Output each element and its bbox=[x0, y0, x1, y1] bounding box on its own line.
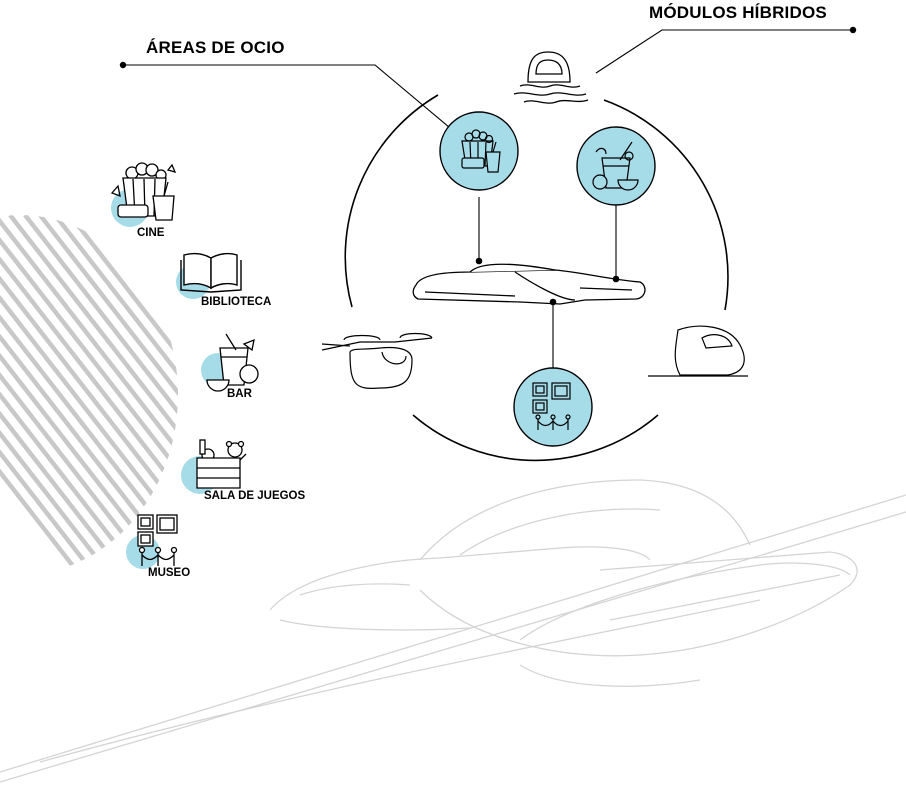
boat-module-icon bbox=[513, 51, 589, 104]
popcorn-ticket-icon bbox=[110, 162, 177, 221]
legend-museo bbox=[126, 514, 178, 569]
leader-dot-areas bbox=[119, 61, 127, 69]
bar-hub bbox=[576, 126, 656, 206]
hybrid-modules-ring bbox=[344, 94, 729, 462]
legend-label-sala-de-juegos: SALA DE JUEGOS bbox=[204, 490, 306, 502]
hub-connectors bbox=[478, 197, 617, 368]
legend-label-cinema: CINE bbox=[137, 227, 165, 239]
popcorn-ticket-icon bbox=[461, 129, 501, 173]
hub-dot-museum bbox=[549, 298, 557, 306]
legend-label-bar: BAR bbox=[227, 388, 252, 400]
legend-label-museo: MUSEO bbox=[148, 567, 191, 579]
legend-label-biblioteca: BIBLIOTECA bbox=[201, 296, 272, 308]
hub-dot-bar bbox=[612, 275, 620, 283]
hatch-decoration bbox=[0, 215, 178, 575]
legend-cinema bbox=[110, 162, 177, 227]
gallery-frames-icon bbox=[137, 514, 178, 566]
central-aircraft-icon bbox=[412, 263, 646, 305]
title-leader-lines bbox=[123, 29, 853, 139]
legend-bar bbox=[201, 333, 259, 392]
gallery-frames-icon bbox=[532, 382, 571, 430]
cocktail-fruit-icon bbox=[592, 141, 639, 191]
museum-hub bbox=[513, 367, 593, 447]
modules-title: MÓDULOS HÍBRIDOS bbox=[649, 3, 827, 22]
leader-dot-modules bbox=[849, 26, 857, 34]
hub-dot-cinema bbox=[475, 257, 483, 265]
cinema-hub bbox=[439, 111, 519, 191]
legend-biblioteca bbox=[176, 252, 242, 299]
open-book-icon bbox=[180, 252, 242, 293]
background-train-illustration bbox=[0, 479, 906, 783]
toy-box-icon bbox=[196, 439, 247, 489]
legend-sala-de-juegos bbox=[181, 439, 247, 494]
train-module-icon bbox=[648, 325, 748, 377]
drone-module-icon bbox=[321, 332, 433, 389]
cocktail-fruit-icon bbox=[206, 333, 259, 392]
areas-title: ÁREAS DE OCIO bbox=[146, 38, 285, 57]
